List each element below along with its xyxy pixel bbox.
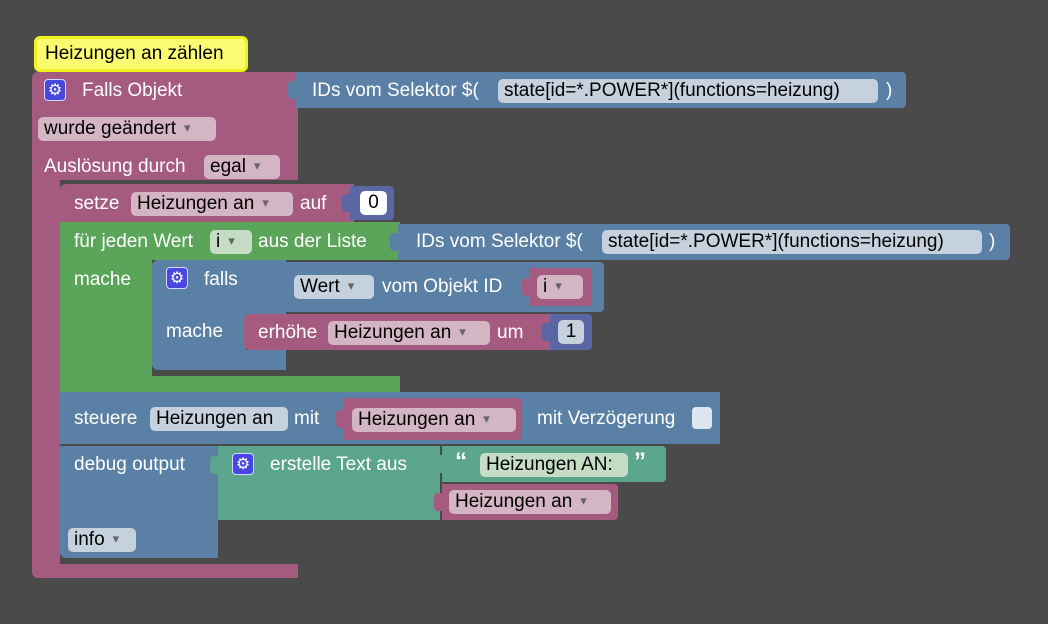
foreach-ids-selector-label: IDs vom Selektor $( (416, 231, 583, 252)
foreach-selector-field[interactable]: state[id=*.POWER*](functions=heizung) (602, 230, 982, 254)
create-text-label: erstelle Text aus (270, 454, 407, 475)
ausloesung-label: Auslösung durch (44, 156, 186, 177)
objekt-var-dropdown[interactable]: i (537, 275, 583, 299)
trigger-dropdown[interactable]: wurde geändert (38, 117, 216, 141)
control-target-field[interactable]: Heizungen an (150, 407, 288, 431)
set-variable-dropdown[interactable]: Heizungen an (131, 192, 293, 216)
connector-tab (342, 194, 350, 212)
falls-label: falls (204, 269, 238, 290)
gear-icon[interactable]: ⚙ (44, 79, 66, 101)
delay-checkbox[interactable] (692, 407, 712, 429)
connector-tab (336, 410, 344, 428)
string-field[interactable]: Heizungen AN: (480, 453, 628, 477)
event-block-spine (32, 180, 60, 566)
selector-field[interactable]: state[id=*.POWER*](functions=heizung) (498, 79, 878, 103)
increment-variable-dropdown[interactable]: Heizungen an (328, 321, 490, 345)
debug-level-dropdown[interactable]: info (68, 528, 136, 552)
vom-objekt-label: vom Objekt ID (382, 276, 503, 297)
aus-der-liste-label: aus der Liste (258, 231, 367, 252)
foreach-spine (60, 260, 152, 378)
connector-tab (288, 81, 296, 99)
foreach-var-dropdown[interactable]: i (210, 230, 252, 254)
connector-tab (434, 493, 442, 511)
connector-tab (210, 456, 218, 474)
connector-tab (390, 233, 398, 251)
delay-label: mit Verzögerung (537, 408, 676, 429)
ausloesung-dropdown[interactable]: egal (204, 155, 280, 179)
gear-icon[interactable]: ⚙ (232, 453, 254, 475)
debug-output-label: debug output (74, 454, 185, 475)
if-mache-label: mache (166, 321, 224, 342)
falls-objekt-label: Falls Objekt (82, 80, 183, 101)
gear-icon[interactable]: ⚙ (166, 267, 188, 289)
increment-value-field[interactable]: 1 (558, 320, 584, 344)
create-text-block[interactable] (218, 446, 440, 520)
steuere-label: steuere (74, 408, 138, 429)
foreach-mache-label: mache (74, 269, 132, 290)
event-block-footer (32, 564, 298, 578)
wert-dropdown[interactable]: Wert (294, 275, 374, 299)
foreach-footer (60, 376, 400, 392)
auf-label: auf (300, 193, 327, 214)
comment-text: Heizungen an zählen (45, 43, 224, 64)
open-quote-icon: “ (455, 448, 467, 475)
connector-tab (542, 323, 550, 341)
close-paren: ) (886, 80, 893, 101)
foreach-close-paren: ) (989, 231, 996, 252)
set-value-field[interactable]: 0 (360, 191, 387, 215)
connector-tab (522, 278, 530, 296)
comment-bubble[interactable]: Heizungen an zählen (34, 36, 248, 72)
mit-label: mit (294, 408, 320, 429)
ids-selector-label: IDs vom Selektor $( (312, 80, 479, 101)
if-block-spine (152, 316, 246, 356)
close-quote-icon: ” (634, 448, 646, 475)
erhoehe-label: erhöhe (258, 322, 318, 343)
if-block-footer (152, 350, 286, 370)
foreach-label: für jeden Wert (74, 231, 193, 252)
setze-label: setze (74, 193, 120, 214)
connector-tab (434, 455, 442, 473)
um-label: um (497, 322, 524, 343)
control-value-dropdown[interactable]: Heizungen an (352, 408, 516, 432)
debug-variable-dropdown[interactable]: Heizungen an (449, 490, 611, 514)
